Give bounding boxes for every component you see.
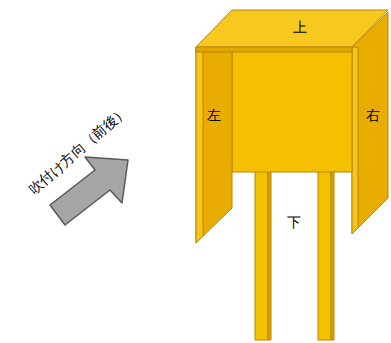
top-label: 上 — [293, 20, 307, 34]
leg — [318, 170, 331, 340]
front-panel — [232, 47, 352, 172]
right-label: 右 — [366, 108, 380, 122]
left-panel — [196, 47, 232, 243]
bottom-label: 下 — [287, 215, 301, 229]
leg-side — [268, 170, 271, 340]
right-panel-edge — [352, 47, 358, 234]
top-panel-edge — [196, 47, 352, 52]
leg-side — [331, 170, 334, 340]
left-label: 左 — [207, 108, 221, 122]
leg — [255, 170, 268, 340]
right-panel — [352, 12, 388, 234]
top-panel — [196, 10, 388, 47]
left-panel-edge — [196, 47, 203, 243]
